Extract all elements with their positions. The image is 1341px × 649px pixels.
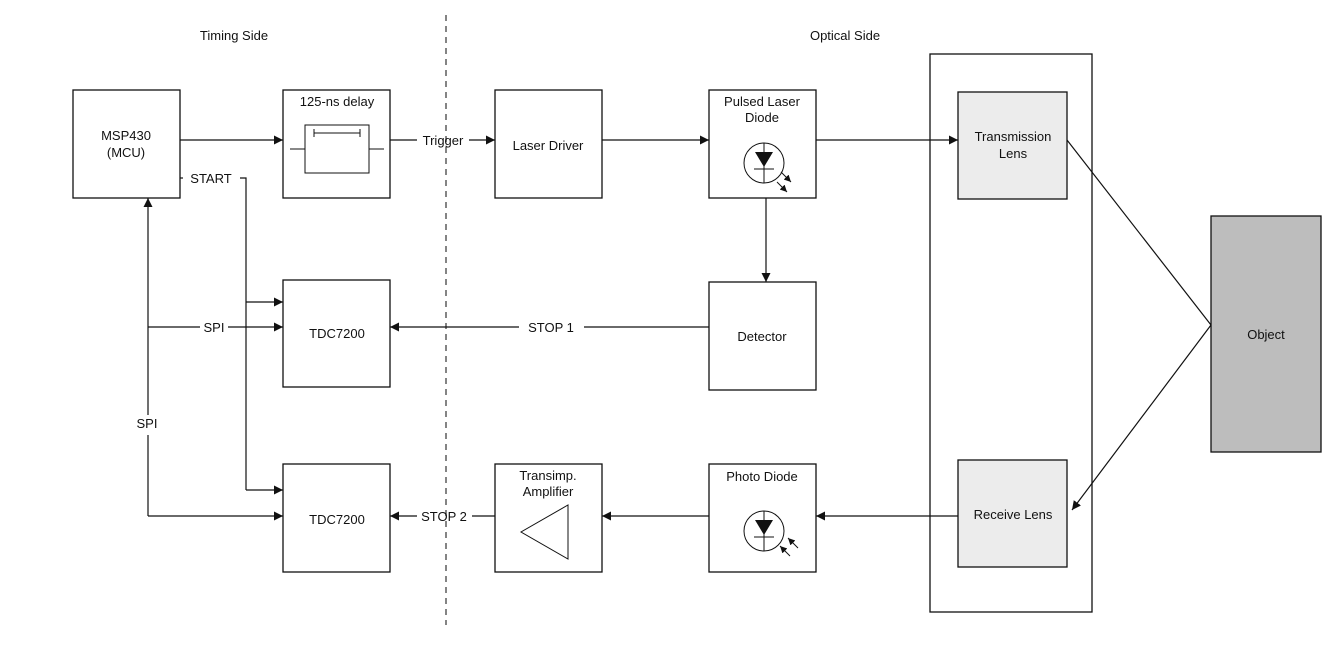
- transimp-amplifier-block: Transimp. Amplifier: [494, 463, 603, 573]
- delay-line-icon: [290, 124, 384, 174]
- transmission-lens-label-line1: Transmission: [975, 129, 1052, 144]
- receive-lens-label: Receive Lens: [974, 507, 1053, 522]
- photo-diode-block: Photo Diode: [708, 463, 817, 573]
- pulsed-laser-label-line2: Diode: [745, 110, 779, 125]
- stop1-label: STOP 1: [528, 320, 574, 335]
- beam-return-arrow: [1071, 324, 1212, 511]
- stop2-label: STOP 2: [421, 509, 467, 524]
- trigger-label: Trigger: [423, 133, 464, 148]
- delay-block: 125-ns delay: [282, 89, 391, 199]
- transimp-label-line1: Transimp.: [519, 468, 576, 483]
- pulsed-laser-label-line1: Pulsed Laser: [724, 94, 801, 109]
- photodiode-receiving-icon: [743, 510, 799, 557]
- transmission-lens-block: Transmission Lens: [957, 91, 1068, 200]
- spi-horizontal-label: SPI: [204, 320, 225, 335]
- laser-driver-label: Laser Driver: [513, 138, 584, 153]
- beam-outgoing: [1066, 139, 1212, 326]
- tdc7200-top-label: TDC7200: [309, 326, 365, 341]
- tdc7200-top-block: TDC7200: [282, 279, 391, 388]
- receive-lens-block: Receive Lens: [957, 459, 1068, 568]
- object-label: Object: [1247, 327, 1285, 342]
- timing-side-header: Timing Side: [200, 28, 268, 43]
- led-emitting-icon: [743, 142, 792, 193]
- mcu-label-line1: MSP430: [101, 128, 151, 143]
- tdc7200-bottom-label: TDC7200: [309, 512, 365, 527]
- detector-label: Detector: [737, 329, 787, 344]
- detector-block: Detector: [708, 281, 817, 391]
- delay-label: 125-ns delay: [300, 94, 375, 109]
- transimp-label-line2: Amplifier: [523, 484, 574, 499]
- start-label: START: [190, 171, 231, 186]
- laser-driver-block: Laser Driver: [494, 89, 603, 199]
- optical-side-header: Optical Side: [810, 28, 880, 43]
- tdc7200-bottom-block: TDC7200: [282, 463, 391, 573]
- amplifier-triangle-icon: [519, 504, 569, 560]
- photo-diode-label: Photo Diode: [726, 469, 798, 484]
- transmission-lens-label-line2: Lens: [999, 146, 1028, 161]
- object-block: Object: [1210, 215, 1322, 453]
- spi-vertical-label: SPI: [137, 416, 158, 431]
- mcu-label-line2: (MCU): [107, 145, 145, 160]
- start-wire-b: [240, 177, 247, 490]
- pulsed-laser-diode-block: Pulsed Laser Diode: [708, 89, 817, 199]
- mcu-block: MSP430 (MCU): [72, 89, 181, 199]
